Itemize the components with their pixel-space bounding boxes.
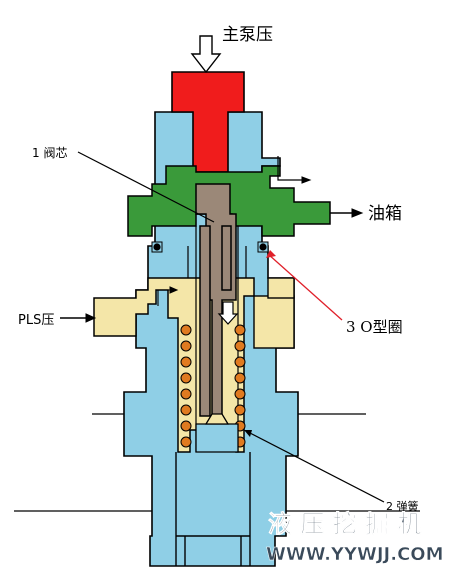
spring-coils <box>180 324 246 448</box>
main-pump-arrow-icon <box>190 35 222 74</box>
label-o-ring: 3 O型圈 <box>346 318 403 336</box>
o-ring-leader-head <box>266 250 276 258</box>
valve-spool <box>195 183 237 421</box>
spring-leader-head <box>244 430 252 437</box>
label-valve-core: 1 阀芯 <box>32 146 67 160</box>
pls-arrow-icon <box>60 313 97 323</box>
spring-leader <box>247 431 385 503</box>
spring-seat <box>195 413 239 453</box>
leader-lines <box>77 151 385 503</box>
label-pls-pressure: PLS压 <box>18 313 54 328</box>
label-tank: 油箱 <box>368 204 402 224</box>
label-main-pump-pressure: 主泵压 <box>222 25 273 45</box>
pls-port-lip <box>253 277 295 349</box>
watermark-title: 液 压 挖 掘 机 <box>268 510 421 538</box>
label-spring: 2 弹簧 <box>386 499 419 513</box>
flow-hint-arrow-icon <box>277 156 312 184</box>
watermark-url: WWW.YYWJJ.COM <box>266 544 444 565</box>
o-ring-leader <box>267 253 343 321</box>
valve-core-leader <box>77 151 215 223</box>
bottom-plug <box>175 452 251 566</box>
o-rings <box>151 241 269 253</box>
pls-internal-arrow-icon <box>157 286 179 306</box>
cut-lines <box>14 413 420 512</box>
tank-arrow-icon <box>330 208 364 218</box>
internal-flow-arrow <box>217 301 239 325</box>
